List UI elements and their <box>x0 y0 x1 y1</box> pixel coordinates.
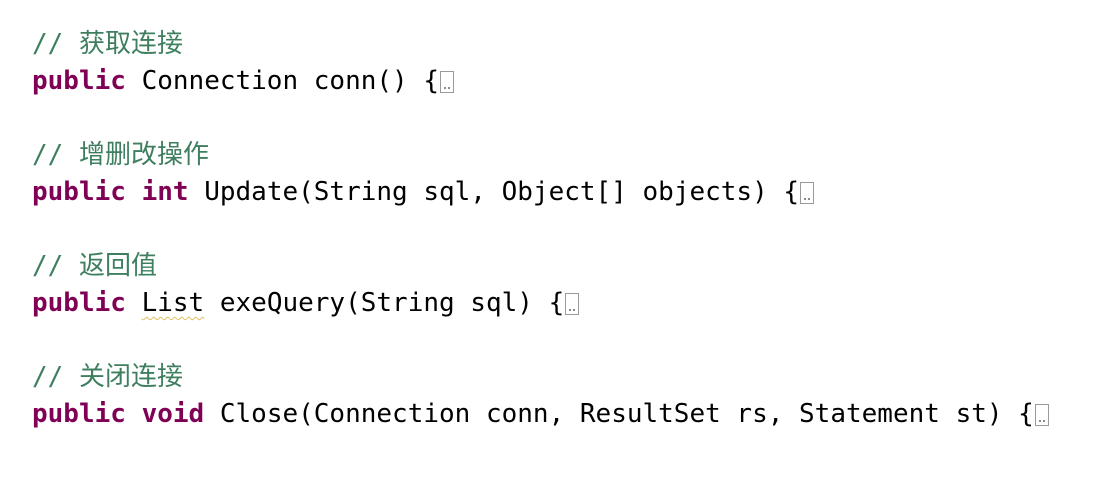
collapsed-code-block-icon[interactable] <box>1034 404 1049 426</box>
blank-line <box>32 211 1095 248</box>
method-signature-conn[interactable]: public Connection conn() { <box>32 63 1095 100</box>
keyword-int: int <box>141 177 189 207</box>
method-declaration: exeQuery(String sql) { <box>204 288 565 318</box>
comment-line-crud-operation: // 增删改操作 <box>32 137 1095 174</box>
keyword-public: public <box>32 399 126 429</box>
comment-text: 返回值 <box>78 251 157 281</box>
collapsed-code-block-icon[interactable] <box>440 71 455 93</box>
comment-line-return-value: // 返回值 <box>32 248 1095 285</box>
return-type-list: List <box>141 288 205 318</box>
comment-text: 增删改操作 <box>78 140 209 170</box>
keyword-public: public <box>32 177 126 207</box>
comment-line-close-connection: // 关闭连接 <box>32 359 1095 396</box>
method-signature-update[interactable]: public int Update(String sql, Object[] o… <box>32 174 1095 211</box>
comment-prefix: // <box>32 29 79 59</box>
method-declaration: conn() { <box>298 66 440 96</box>
comment-text: 获取连接 <box>78 29 183 59</box>
comment-prefix: // <box>32 251 79 281</box>
blank-line <box>32 322 1095 359</box>
method-declaration: Close(Connection conn, ResultSet rs, Sta… <box>204 399 1034 429</box>
keyword-public: public <box>32 288 126 318</box>
keyword-void: void <box>141 399 205 429</box>
method-signature-close[interactable]: public void Close(Connection conn, Resul… <box>32 396 1095 433</box>
keyword-public: public <box>32 66 126 96</box>
method-signature-exequery[interactable]: public List exeQuery(String sql) { <box>32 285 1095 322</box>
return-type: Connection <box>141 66 299 96</box>
comment-prefix: // <box>32 140 79 170</box>
code-editor[interactable]: // 获取连接 public Connection conn() { // 增删… <box>32 26 1095 491</box>
method-declaration: Update(String sql, Object[] objects) { <box>188 177 800 207</box>
comment-text: 关闭连接 <box>78 362 183 392</box>
blank-line <box>32 100 1095 137</box>
comment-prefix: // <box>32 362 79 392</box>
comment-line-get-connection: // 获取连接 <box>32 26 1095 63</box>
collapsed-code-block-icon[interactable] <box>800 182 815 204</box>
collapsed-code-block-icon[interactable] <box>565 293 580 315</box>
